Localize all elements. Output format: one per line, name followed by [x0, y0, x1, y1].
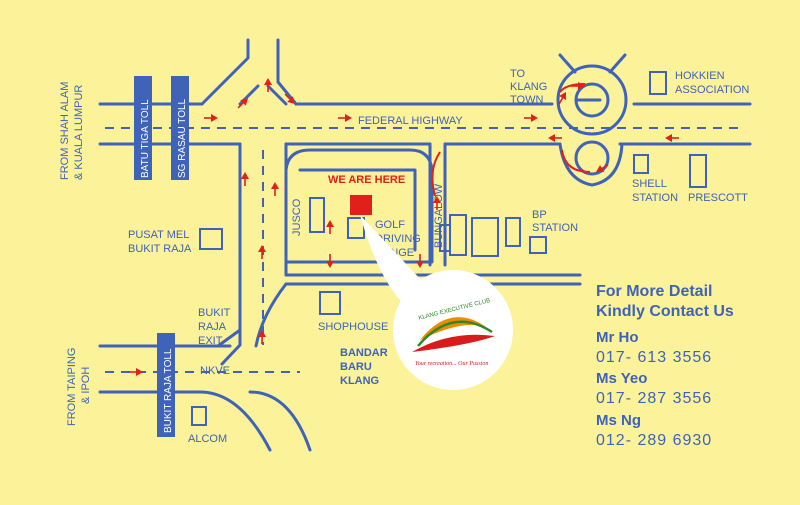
golf-label-1: GOLF [375, 219, 405, 231]
roundabout-red-curve [561, 149, 591, 173]
bukit-raja-road-left-edge [220, 142, 242, 366]
prescott-label: PRESCOTT [688, 192, 748, 204]
arrow-icon [128, 367, 144, 377]
from-shah-alam-label: FROM SHAH ALAM [59, 82, 71, 180]
from-ipoh-label: & IPOH [80, 367, 92, 404]
contact-title-2: Kindly Contact Us [596, 303, 734, 320]
pusat-building [199, 228, 223, 250]
contact-phone-ng: 012- 289 6930 [596, 432, 713, 449]
bungalow-building-2 [471, 217, 499, 257]
bukit-raja-exit-2: RAJA [198, 321, 227, 333]
to-klang-1: TO [510, 68, 526, 80]
bungalow-road [428, 142, 447, 267]
shell-label-1: SHELL [632, 178, 667, 190]
bungalow-building-0 [439, 224, 451, 252]
arrow-icon [325, 219, 335, 235]
jusco-inner [298, 168, 417, 252]
logo-swoosh [412, 334, 495, 352]
arrow-icon [523, 113, 539, 123]
to-klang-2: KLANG [510, 81, 547, 93]
contact-name-ng: Ms Ng [596, 412, 641, 429]
arrow-icon [325, 253, 335, 269]
bandar-label-2: BARU [340, 361, 372, 373]
sg-rasau-toll-label: SG RASAU TOLL [177, 98, 188, 178]
jusco-building [309, 197, 325, 233]
hokkien-building [649, 71, 667, 95]
bungalow-red-curve [431, 151, 441, 197]
lower-loop [574, 140, 610, 176]
alcom-building [191, 406, 207, 426]
nkve-top-edge [98, 282, 288, 348]
batu-tiga-toll-box [134, 76, 152, 180]
arrow-icon [270, 181, 280, 197]
arrow-icon [337, 113, 353, 123]
logo-circle [393, 270, 513, 390]
logo-green-arc [417, 320, 493, 347]
bandar-label-3: KLANG [340, 375, 379, 387]
arrow-icon [547, 133, 563, 143]
arrow-icon [203, 113, 219, 123]
contact-phone-ho: 017- 613 3556 [596, 349, 713, 366]
shell-label-2: STATION [632, 192, 678, 204]
hokkien-label-2: ASSOCIATION [675, 84, 749, 96]
roundabout-inner [574, 82, 610, 118]
nkve-label: NKVE [200, 365, 230, 377]
hokkien-label-1: HOKKIEN [675, 70, 725, 82]
arrow-icon [240, 171, 250, 187]
to-klang-3: TOWN [510, 94, 543, 106]
bungalow-building-1 [449, 214, 467, 256]
shophouse-label: SHOPHOUSE [318, 321, 388, 333]
arrow-icon [257, 244, 267, 260]
pusat-label-1: PUSAT MEL [128, 229, 189, 241]
bungalow-building-3 [505, 217, 521, 247]
top-interchange [200, 38, 298, 106]
roundabout-spur [558, 53, 627, 187]
nkve-bottom-edge [98, 390, 272, 452]
shell-building [633, 154, 649, 174]
golf-label-2: DRIVING [375, 233, 421, 245]
bukit-raja-exit-1: BUKIT [198, 307, 231, 319]
bukit-raja-exit-3: EXIT [198, 335, 223, 347]
contact-phone-yeo: 017- 287 3556 [596, 390, 713, 407]
golf-building [347, 217, 365, 239]
roundabout-red-curve-top [559, 83, 586, 93]
we-are-here-label: WE ARE HERE [328, 174, 405, 186]
contact-name-ho: Mr Ho [596, 329, 639, 346]
contact-title-1: For More Detail [596, 283, 713, 300]
alcom-label: ALCOM [188, 433, 227, 445]
arrow-icon [664, 133, 680, 143]
federal-highway-label: FEDERAL HIGHWAY [358, 115, 463, 127]
contact-name-yeo: Ms Yeo [596, 370, 648, 387]
nkve-ramp [216, 328, 312, 452]
jusco-label: JUSCO [291, 198, 303, 236]
prescott-building [689, 154, 707, 188]
location-marker [350, 195, 372, 215]
shophouse-building [319, 291, 341, 315]
roundabout-outer [556, 64, 628, 136]
sg-rasau-toll-box [171, 76, 189, 180]
arrow-icon [415, 253, 425, 269]
bp-label-1: BP [532, 209, 547, 221]
bukit-raja-toll-label: BUKIT RAJA TOLL [163, 348, 174, 433]
batu-tiga-toll-label: BATU TIGA TOLL [140, 99, 151, 178]
bp-building [529, 236, 547, 254]
pusat-label-2: BUKIT RAJA [128, 243, 192, 255]
from-kl-label: & KUALA LUMPUR [73, 85, 85, 180]
bp-label-2: STATION [532, 222, 578, 234]
from-taiping-label: FROM TAIPING [66, 348, 78, 426]
bukit-raja-toll-box [157, 333, 175, 437]
logo-script-text: Your recreation... Our Passion [415, 361, 488, 367]
bandar-label-1: BANDAR [340, 347, 388, 359]
